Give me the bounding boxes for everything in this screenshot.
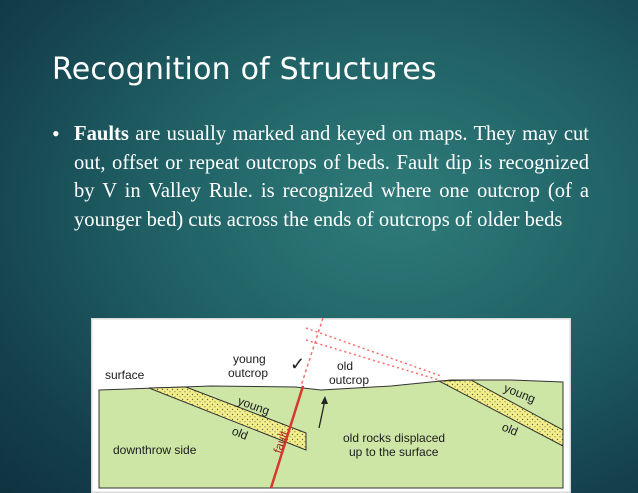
fault-diagram-svg: ✓ surface young outcrop old outcrop youn…	[91, 318, 571, 493]
label-old-left: old	[230, 424, 250, 443]
bullet-paragraph: Faults are usually marked and keyed on m…	[74, 120, 589, 234]
eroded-bed-projection-2	[305, 339, 440, 381]
label-young-outcrop-1: young	[233, 352, 266, 366]
label-fault: fault	[271, 428, 292, 455]
bullet-marker: •	[52, 121, 60, 146]
label-displaced-2: up to the surface	[349, 445, 439, 459]
slide-title: Recognition of Structures	[52, 52, 437, 87]
upthrow-arrow-head	[321, 396, 328, 404]
fault-diagram: ✓ surface young outcrop old outcrop youn…	[91, 318, 571, 493]
label-young-outcrop-2: outcrop	[228, 366, 268, 380]
young-bed-right	[437, 379, 564, 447]
eroded-bed-projection	[305, 327, 442, 377]
young-bed-left	[148, 386, 307, 451]
label-old-outcrop-1: old	[337, 359, 353, 373]
label-surface: surface	[105, 368, 145, 382]
fault-line	[269, 385, 305, 489]
label-old-outcrop-2: outcrop	[329, 373, 369, 387]
bullet-lead-term: Faults	[74, 123, 129, 145]
label-downthrow-side: downthrow side	[113, 443, 197, 457]
label-old-right: old	[500, 420, 520, 439]
bullet-body: are usually marked and keyed on maps. Th…	[74, 123, 589, 231]
label-displaced-1: old rocks displaced	[343, 431, 445, 445]
upthrow-arrow	[318, 399, 326, 429]
check-mark-icon: ✓	[290, 354, 305, 374]
